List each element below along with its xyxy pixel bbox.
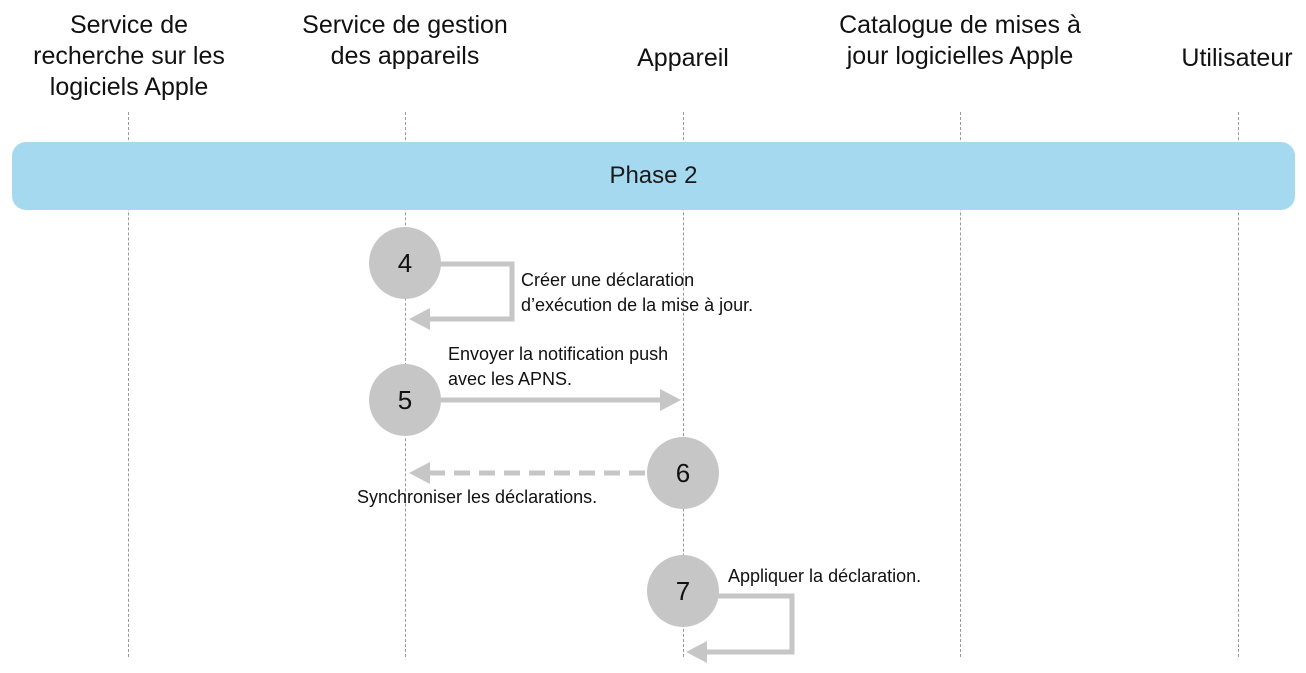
- step-6-number: 6: [675, 457, 691, 488]
- step-6-label: Synchroniser les déclarations.: [357, 487, 598, 507]
- arrowhead-step-4: [409, 308, 430, 330]
- lane-title-user: Utilisateur: [1181, 44, 1293, 72]
- lane-title-device-management-service: Service de gestion des appareils: [302, 11, 508, 70]
- lane-title-device: Appareil: [637, 44, 729, 72]
- arrow-step-7-self-loop: [705, 593, 795, 655]
- phase-label: Phase 2: [609, 162, 698, 189]
- lifeline-apple-update-catalog: [960, 112, 961, 657]
- arrowhead-step-6: [409, 462, 430, 484]
- lifeline-apple-software-lookup: [128, 112, 129, 657]
- arrowhead-step-7: [686, 641, 707, 663]
- step-4-circle: 4: [369, 227, 441, 299]
- step-6-circle: 6: [647, 437, 719, 509]
- lane-title-apple-software-lookup: Service de recherche sur les logiciels A…: [33, 11, 225, 101]
- lifeline-user: [1238, 112, 1239, 657]
- step-4-number: 4: [397, 247, 413, 278]
- step-4-label: Créer une déclaration d’exécution de la …: [521, 270, 754, 315]
- lifeline-device: [683, 112, 684, 657]
- step-5-circle: 5: [369, 364, 441, 436]
- step-5-label: Envoyer la notification push avec les AP…: [448, 344, 669, 389]
- step-7-circle: 7: [647, 555, 719, 627]
- step-7-label: Appliquer la déclaration.: [728, 566, 922, 586]
- step-7-number: 7: [675, 575, 691, 606]
- lane-title-apple-update-catalog: Catalogue de mises à jour logicielles Ap…: [839, 11, 1081, 70]
- step-5-number: 5: [397, 384, 413, 415]
- phase-banner: Phase 2: [12, 142, 1295, 210]
- arrow-step-4-self-loop: [428, 261, 515, 322]
- arrowhead-step-5: [660, 389, 681, 411]
